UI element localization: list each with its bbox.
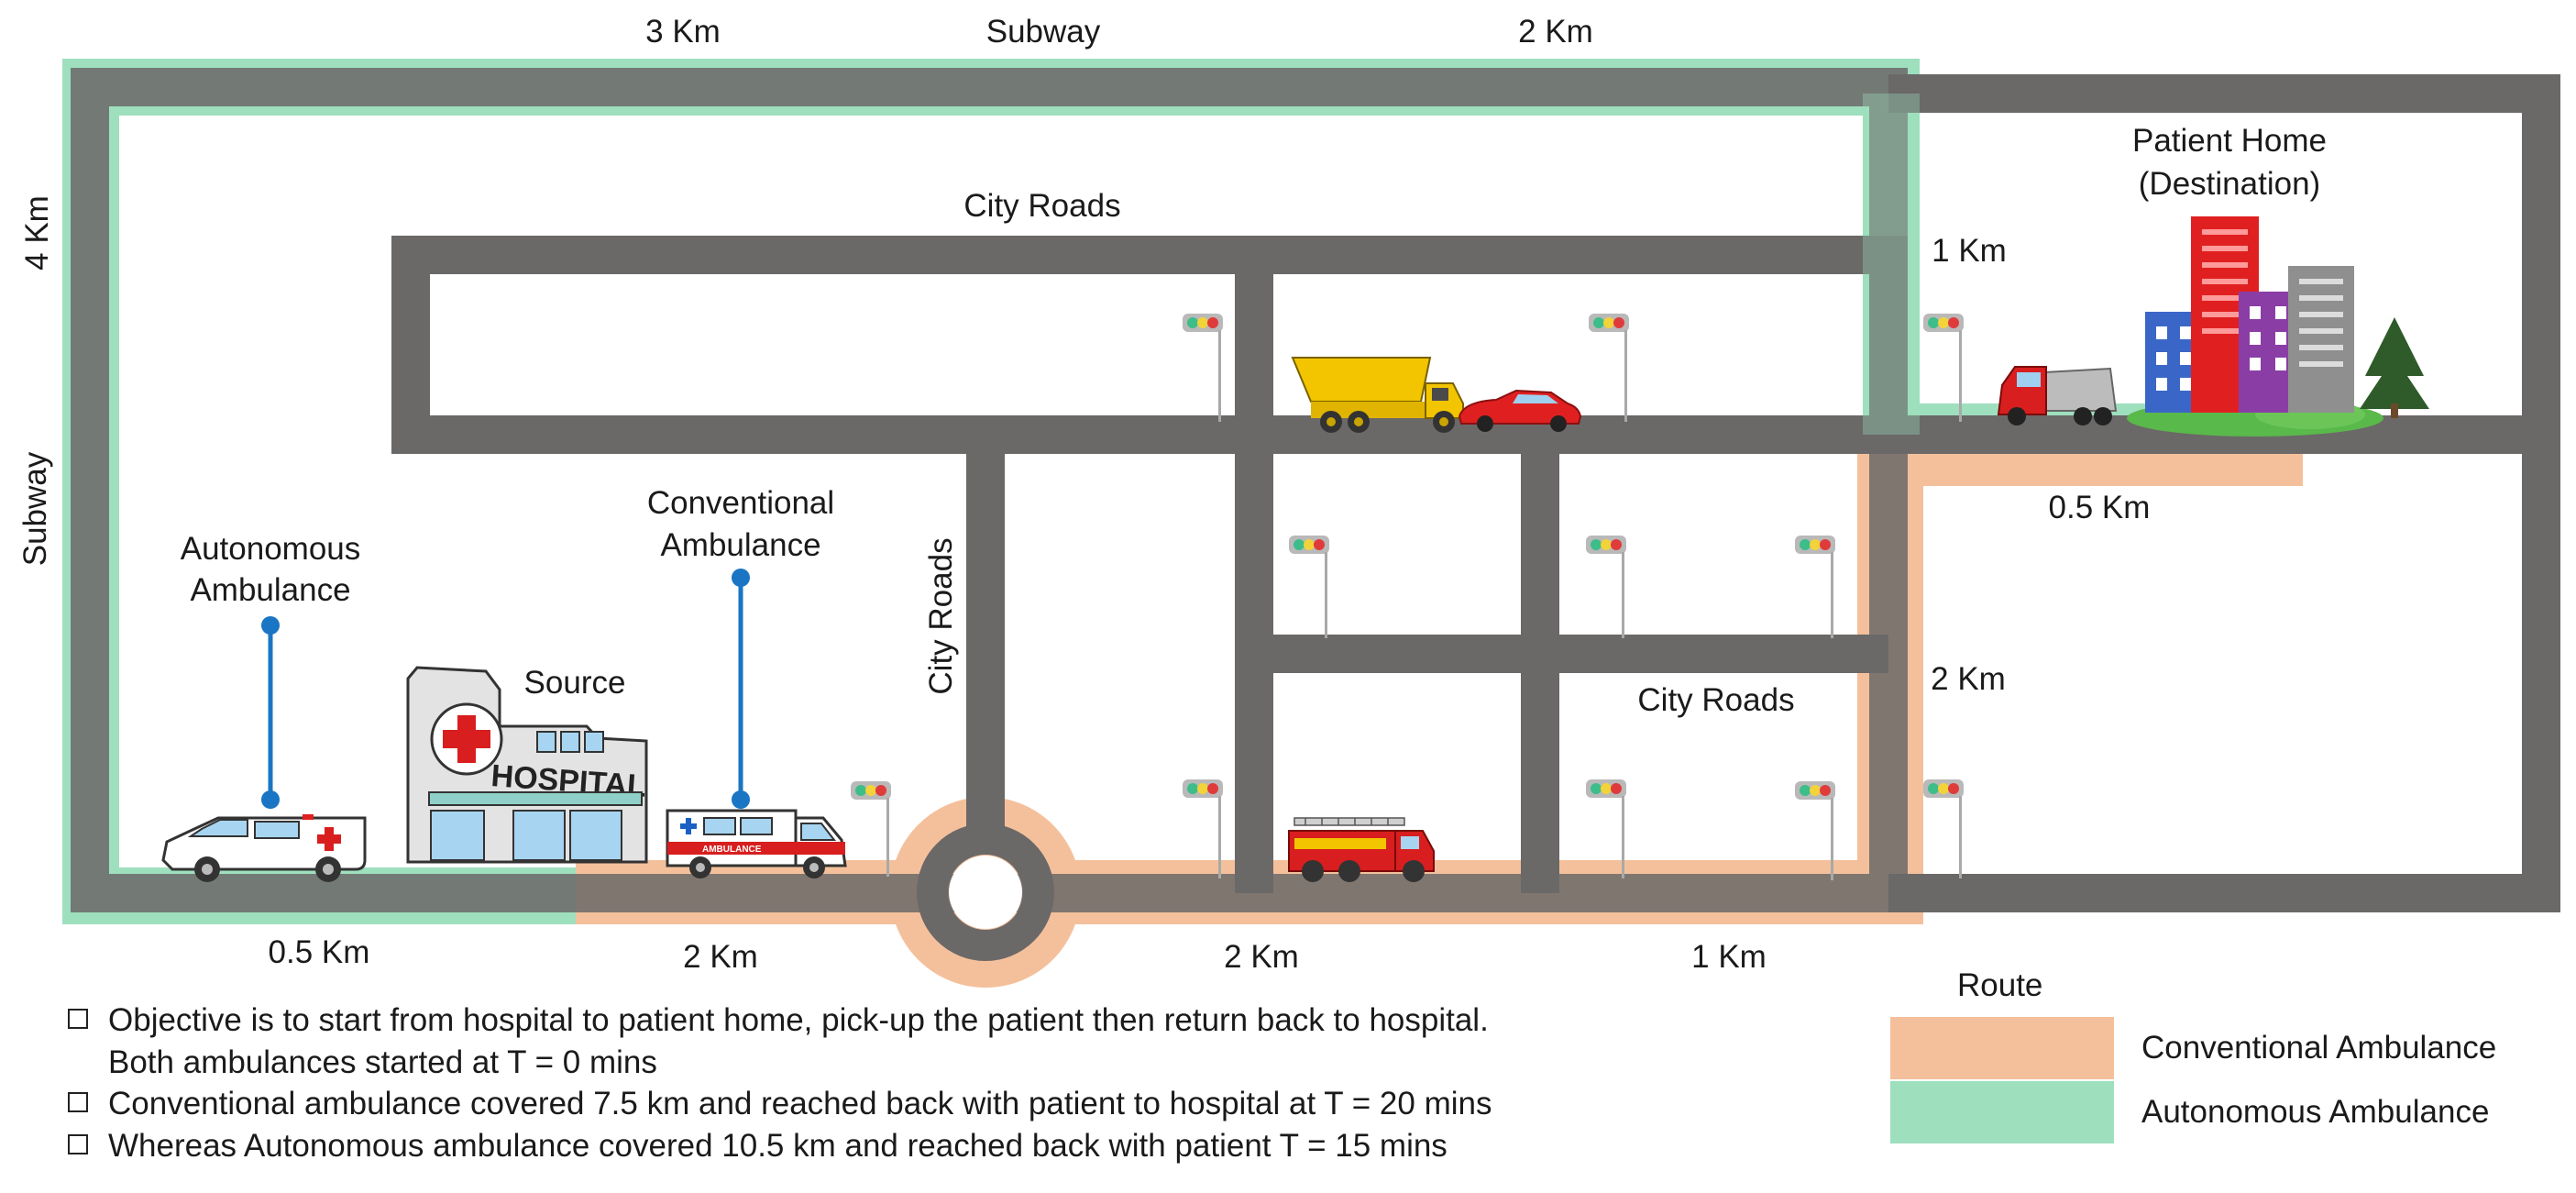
label-right-1km: 1 Km (1932, 233, 2007, 269)
note-text: Conventional ambulance covered 7.5 km an… (108, 1086, 1492, 1121)
label-bottom-2km-a: 2 Km (683, 939, 758, 975)
label-left-subway: Subway (17, 451, 53, 566)
traffic-light-icon (1183, 779, 1223, 878)
traffic-light-icon (1795, 781, 1835, 880)
label-bottom-1km: 1 Km (1691, 939, 1767, 975)
sports-car-icon (1458, 389, 1582, 432)
traffic-lights (851, 314, 1964, 880)
checkbox-bullet-icon (68, 1133, 88, 1154)
note-item: Whereas Autonomous ambulance covered 10.… (68, 1125, 1681, 1167)
checkbox-bullet-icon (68, 1009, 88, 1029)
traffic-light-icon (1289, 536, 1329, 638)
label-city-roads-lower: City Roads (1637, 682, 1794, 718)
note-text: Both ambulances started at T = 0 mins (108, 1044, 657, 1080)
road-network (71, 68, 2560, 912)
label-top-2km: 2 Km (1518, 14, 1593, 50)
label-city-roads-vertical: City Roads (923, 537, 959, 694)
checkbox-bullet-icon (68, 1092, 88, 1112)
legend-swatch-autonomous (1890, 1081, 2114, 1143)
legend-label: Conventional Ambulance (2141, 1030, 2497, 1066)
fire-truck-icon (1288, 817, 1435, 882)
label-bottom-2km-b: 2 Km (1224, 939, 1299, 975)
label-source: Source (524, 665, 626, 701)
label-city-roads-top: City Roads (963, 188, 1120, 224)
ambulance-stripe-text: AMBULANCE (702, 845, 762, 855)
label-conventional-ambulance-1: Conventional (647, 485, 834, 521)
city-buildings-icon (2127, 216, 2429, 436)
label-top-subway: Subway (986, 14, 1101, 50)
traffic-light-icon (851, 781, 891, 877)
legend-swatch-conventional (1890, 1017, 2114, 1079)
label-right-2km: 2 Km (1931, 661, 2006, 697)
note-item: Conventional ambulance covered 7.5 km an… (68, 1083, 1681, 1125)
traffic-light-icon (1923, 314, 1964, 422)
legend-item-autonomous: Autonomous Ambulance (1890, 1081, 2489, 1143)
label-right-05km: 0.5 Km (2049, 490, 2151, 525)
autonomous-ambulance-pin (261, 616, 280, 809)
traffic-light-icon (1589, 314, 1629, 422)
label-bottom-05km: 0.5 Km (269, 934, 370, 970)
label-autonomous-ambulance-1: Autonomous (181, 531, 361, 567)
note-text: Whereas Autonomous ambulance covered 10.… (108, 1127, 1448, 1164)
label-conventional-ambulance-2: Ambulance (660, 527, 820, 563)
traffic-light-icon (1586, 536, 1626, 638)
roundabout (917, 823, 1054, 961)
hospital-building-icon: HOSPITAL (406, 666, 648, 864)
label-top-3km: 3 Km (645, 14, 721, 50)
legend-item-conventional: Conventional Ambulance (1890, 1017, 2496, 1079)
traffic-light-icon (1586, 779, 1626, 878)
traffic-light-icon (1183, 314, 1223, 422)
legend-label: Autonomous Ambulance (2141, 1094, 2490, 1130)
label-destination: (Destination) (2139, 166, 2320, 202)
note-item: Objective is to start from hospital to p… (68, 1000, 1681, 1083)
autonomous-ambulance-icon (161, 814, 367, 882)
conventional-ambulance-pin (732, 569, 750, 809)
label-autonomous-ambulance-2: Ambulance (190, 572, 350, 608)
tree-icon (2360, 317, 2429, 409)
red-truck-icon (1997, 366, 2118, 425)
traffic-light-icon (1795, 536, 1835, 638)
conventional-ambulance-icon: AMBULANCE (666, 809, 847, 878)
label-patient-home: Patient Home (2132, 123, 2327, 159)
notes-list: Objective is to start from hospital to p… (68, 1000, 1681, 1166)
note-text: Objective is to start from hospital to p… (108, 1002, 1489, 1038)
traffic-light-icon (1923, 779, 1964, 878)
label-left-4km: 4 Km (19, 195, 55, 271)
autonomous-route (62, 59, 2303, 924)
legend-title: Route (1957, 967, 2043, 1003)
